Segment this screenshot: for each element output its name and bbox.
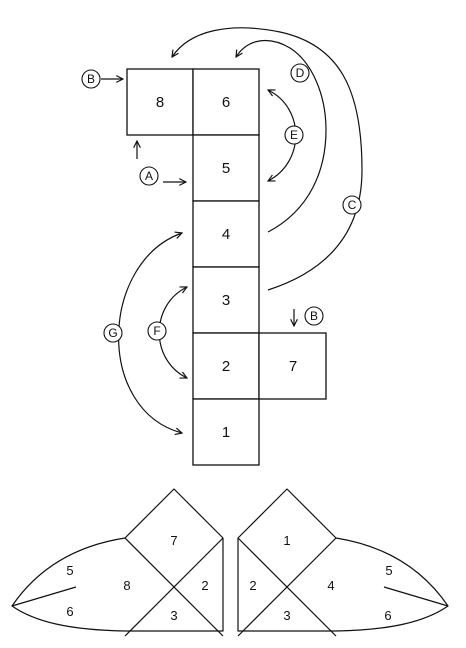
right-shape-outline <box>237 488 449 632</box>
net-cell-label: 6 <box>222 94 230 111</box>
right-region-4: 4 <box>327 578 334 593</box>
right-region-3: 3 <box>283 608 290 623</box>
net-cell-2: 2 <box>192 332 260 400</box>
right-shape-crease <box>383 586 449 607</box>
marker-b-side: B <box>304 306 324 326</box>
net-cell-label: 5 <box>222 160 230 177</box>
net-cell-1: 1 <box>192 398 260 466</box>
left-shape-crease <box>124 537 224 637</box>
fold-markers: B A D E C B F G <box>81 63 362 343</box>
marker-d: D <box>290 63 310 83</box>
marker-label: E <box>290 128 298 142</box>
net-cell-6: 6 <box>192 68 260 136</box>
net-cell-4: 4 <box>192 200 260 268</box>
left-region-2: 2 <box>201 578 208 593</box>
marker-c: C <box>342 195 362 215</box>
marker-label: A <box>145 169 153 183</box>
net-cell-label: 4 <box>222 226 230 243</box>
marker-label: G <box>108 326 117 340</box>
right-region-1: 1 <box>283 533 290 548</box>
marker-a: A <box>139 166 159 186</box>
arrow-d <box>236 39 327 233</box>
marker-f: F <box>147 321 167 341</box>
left-folded-shape: 5 6 8 7 2 3 <box>11 488 224 637</box>
net-cell-3: 3 <box>192 266 260 334</box>
left-region-7: 7 <box>170 533 177 548</box>
right-region-6: 6 <box>384 608 391 623</box>
marker-label: F <box>153 324 160 338</box>
right-shape-crease <box>237 537 337 637</box>
right-region-2: 2 <box>249 578 256 593</box>
marker-g: G <box>103 323 123 343</box>
net-cell-5: 5 <box>192 134 260 202</box>
net-cell-label: 1 <box>222 424 230 441</box>
left-region-8: 8 <box>123 578 130 593</box>
right-region-5: 5 <box>385 563 392 578</box>
net-cell-8: 8 <box>126 68 194 136</box>
square-net: 8 6 5 4 3 2 7 1 <box>126 68 327 466</box>
marker-b-top: B <box>81 69 101 89</box>
net-cell-label: 8 <box>156 94 164 111</box>
left-region-3: 3 <box>170 608 177 623</box>
left-region-5: 5 <box>66 563 73 578</box>
marker-label: B <box>87 72 95 86</box>
net-cell-7: 7 <box>258 332 327 400</box>
marker-label: C <box>348 198 357 212</box>
right-folded-shape: 1 2 3 4 5 6 <box>237 488 449 637</box>
net-cell-label: 2 <box>222 358 230 375</box>
marker-label: B <box>310 309 318 323</box>
net-cell-label: 7 <box>289 358 297 375</box>
left-region-6: 6 <box>66 604 73 619</box>
net-cell-label: 3 <box>222 292 230 309</box>
arrow-c <box>172 27 363 291</box>
marker-e: E <box>284 125 304 145</box>
left-shape-outline <box>11 488 224 632</box>
left-shape-crease <box>11 586 77 607</box>
marker-label: D <box>296 66 305 80</box>
